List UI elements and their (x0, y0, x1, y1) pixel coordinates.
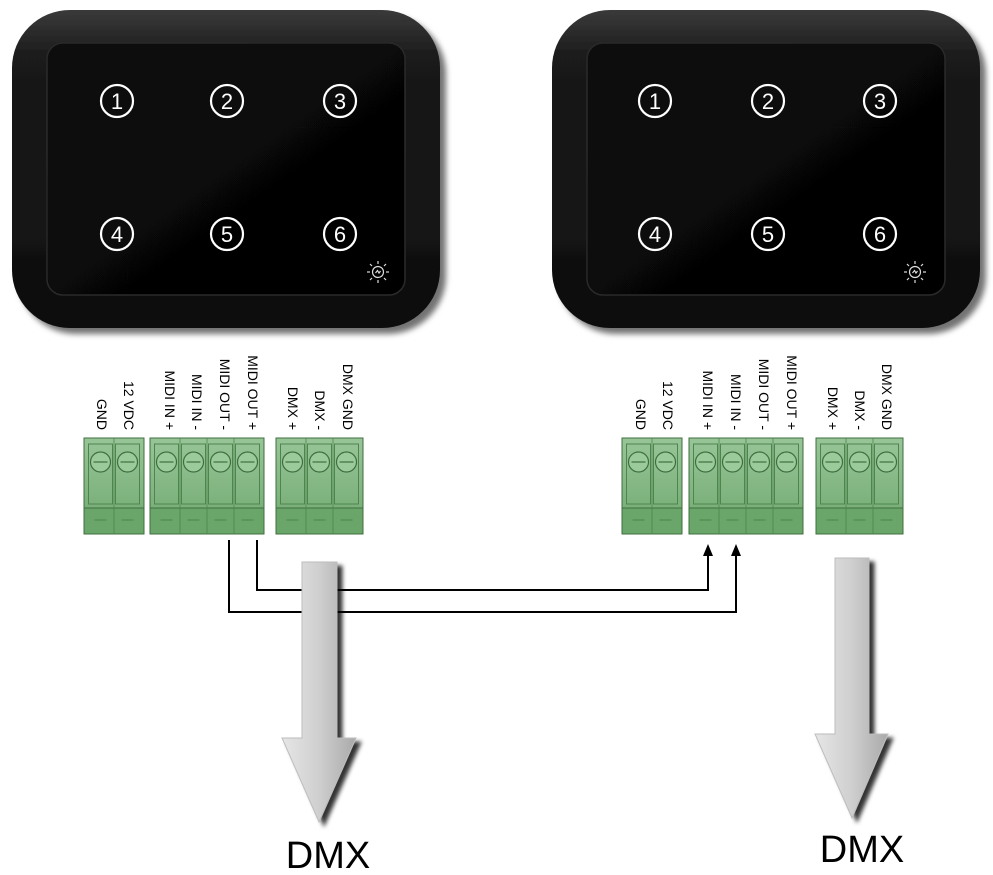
device-1-label-midi-in-plus: MIDI IN + (162, 370, 178, 430)
device-1-button-6-label: 6 (334, 222, 346, 247)
device-1-button-4[interactable]: 4 (99, 216, 135, 252)
device-2-dmx-output-label: DMX (820, 829, 904, 871)
device-1-label-dmx-minus: DMX - (312, 390, 328, 430)
device-1-label-dmx-gnd: DMX GND (340, 364, 356, 430)
device-2-label-12vdc: 12 VDC (660, 381, 676, 430)
device-2-midi-screw-2 (720, 443, 745, 521)
device-1-label-midi-out-plus: MIDI OUT + (245, 355, 261, 430)
device-1-button-2-label: 2 (221, 89, 233, 114)
device-1-button-3[interactable]: 3 (322, 83, 358, 119)
device-2-dmx-screw-3 (874, 443, 899, 521)
device-2-button-1-label: 1 (649, 89, 661, 114)
device-2-button-1[interactable]: 1 (637, 83, 673, 119)
device-2-power-screw-2 (653, 443, 678, 521)
device-1-power-screw-1 (88, 443, 113, 521)
device-1-power-block (83, 437, 145, 535)
device-2-label-midi-in-plus: MIDI IN + (700, 370, 716, 430)
device-2-button-4-label: 4 (649, 222, 661, 247)
device-2-panel (552, 10, 980, 328)
device-2-button-2-label: 2 (762, 89, 774, 114)
device-1-midi-block (149, 437, 265, 535)
device-2-face (586, 42, 946, 296)
device-2-button-5-label: 5 (762, 222, 774, 247)
device-1-button-1[interactable]: 1 (99, 83, 135, 119)
arrowhead-midi-in-plus (703, 544, 713, 556)
device-1-midi-screw-1 (154, 443, 179, 521)
device-1-midi-screw-4 (235, 443, 260, 521)
device-1-button-5-label: 5 (221, 222, 233, 247)
device-1-dmx-screw-3 (334, 443, 359, 521)
device-2: 1 2 3 4 5 6 (552, 10, 980, 535)
device-2-label-midi-in-minus: MIDI IN - (728, 374, 744, 430)
device-1-dmx-arrow (281, 561, 357, 824)
device-2-midi-screw-4 (774, 443, 799, 521)
arrowhead-midi-in-minus (731, 544, 741, 556)
device-1-label-12vdc: 12 VDC (121, 381, 137, 430)
device-1-button-5[interactable]: 5 (209, 216, 245, 252)
device-1-label-midi-out-minus: MIDI OUT - (217, 359, 233, 431)
device-2-button-4[interactable]: 4 (637, 216, 673, 252)
device-1-button-grid: 1 2 3 4 5 6 (99, 83, 358, 252)
device-2-button-grid: 1 2 3 4 5 6 (637, 83, 898, 252)
device-1-button-2[interactable]: 2 (209, 83, 245, 119)
device-2-label-midi-out-plus: MIDI OUT + (784, 355, 800, 430)
device-2-terminal-labels: GND 12 VDC MIDI IN + MIDI IN - MIDI OUT … (633, 355, 895, 430)
device-1-label-dmx-plus: DMX + (285, 387, 301, 430)
device-2-button-6[interactable]: 6 (862, 216, 898, 252)
device-2-midi-screw-3 (747, 443, 772, 521)
device-1-dmx-screw-1 (280, 443, 305, 521)
device-1: 1 2 3 4 5 6 (12, 10, 440, 535)
midi-wire-out-minus-to-in-minus (228, 540, 737, 613)
device-1-terminal-labels: GND 12 VDC MIDI IN + MIDI IN - MIDI OUT … (94, 355, 356, 430)
device-1-power-screw-2 (115, 443, 140, 521)
device-2-dmx-block (815, 437, 904, 535)
device-1-label-gnd: GND (94, 399, 110, 430)
device-2-button-2[interactable]: 2 (750, 83, 786, 119)
device-2-label-midi-out-minus: MIDI OUT - (756, 359, 772, 431)
device-1-button-4-label: 4 (111, 222, 123, 247)
device-2-button-3[interactable]: 3 (862, 83, 898, 119)
device-2-dmx-screw-1 (820, 443, 845, 521)
device-1-midi-screw-2 (181, 443, 206, 521)
device-2-power-block (621, 437, 683, 535)
device-1-button-1-label: 1 (111, 89, 123, 114)
device-1-dmx-screw-2 (307, 443, 332, 521)
device-1-face (46, 42, 406, 296)
device-2-label-dmx-plus: DMX + (825, 387, 841, 430)
sun-icon (904, 261, 926, 283)
device-2-power-screw-1 (626, 443, 651, 521)
device-2-midi-block (688, 437, 804, 535)
device-1-dmx-block (275, 437, 364, 535)
device-2-label-gnd: GND (633, 399, 649, 430)
device-1-panel (12, 10, 440, 328)
device-2-label-dmx-gnd: DMX GND (879, 364, 895, 430)
sun-icon (367, 261, 389, 283)
device-2-button-3-label: 3 (874, 89, 886, 114)
device-1-button-6[interactable]: 6 (322, 216, 358, 252)
device-2-midi-screw-1 (693, 443, 718, 521)
device-1-dmx-output-label: DMX (286, 835, 370, 875)
midi-wire-out-plus-to-in-plus (256, 540, 709, 591)
device-2-dmx-arrow (814, 557, 889, 820)
device-1-button-3-label: 3 (334, 89, 346, 114)
device-2-terminal-blocks (621, 437, 904, 535)
device-1-label-midi-in-minus: MIDI IN - (189, 374, 205, 430)
device-2-button-5[interactable]: 5 (750, 216, 786, 252)
midi-wiring (228, 540, 741, 613)
device-2-dmx-screw-2 (847, 443, 872, 521)
device-2-button-6-label: 6 (874, 222, 886, 247)
device-1-terminal-blocks (83, 437, 364, 535)
device-2-label-dmx-minus: DMX - (852, 390, 868, 430)
device-1-midi-screw-3 (208, 443, 233, 521)
